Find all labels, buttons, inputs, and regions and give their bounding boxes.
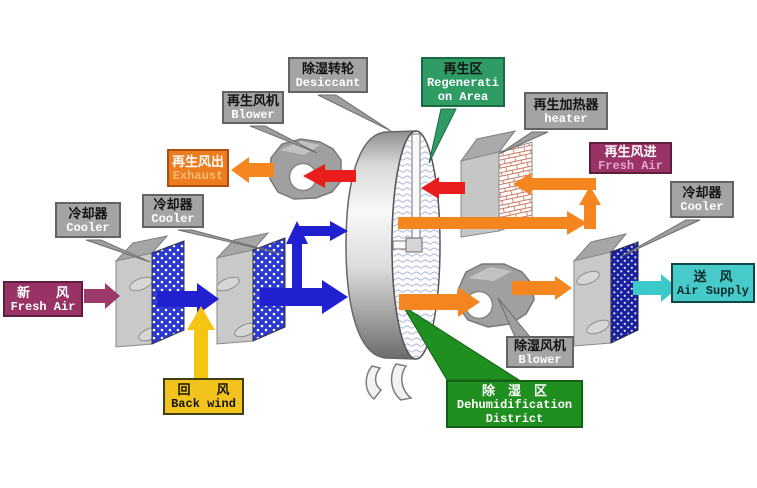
air-supply-label-zh: 送 风 xyxy=(693,268,733,284)
regen-area-label: 再生区 Regenerati on Area xyxy=(421,57,505,107)
fresh-air-arrow xyxy=(84,283,120,309)
wheel-rotation-icon xyxy=(365,365,383,401)
regen-blower-label: 再生风机 Blower xyxy=(222,91,284,124)
back-wind-label: 回 风 Back wind xyxy=(163,378,244,415)
exhaust-label-en: Exhaust xyxy=(172,168,224,183)
heater-label: 再生加热器 heater xyxy=(524,92,608,130)
dehumid-blower-label: 除湿风机 Blower xyxy=(506,336,574,368)
dry-air-arrow-1 xyxy=(399,287,480,317)
air-supply-arrow xyxy=(633,274,678,302)
cooler-2-label-zh: 冷却器 xyxy=(153,196,193,212)
cooler-3-unit xyxy=(572,233,639,347)
regen-fresh-air-label-en: Fresh Air xyxy=(598,158,663,173)
cooler-2-label-tail xyxy=(177,229,283,255)
dehumid-district-label-zh: 除 湿 区 xyxy=(481,382,547,398)
regen-area-label-en1: Regenerati xyxy=(426,75,499,90)
cooler-2-label: 冷却器 Cooler xyxy=(142,194,204,228)
regen-area-label-zh: 再生区 xyxy=(443,60,483,76)
dehumid-blower-label-en: Blower xyxy=(518,352,562,367)
desiccant-label-zh: 除湿转轮 xyxy=(301,60,354,76)
fresh-air-label: 新 风 Fresh Air xyxy=(3,281,83,317)
regen-area-label-en2: on Area xyxy=(437,89,489,104)
cooler-2-peg xyxy=(216,276,240,292)
wheel-hub xyxy=(405,237,423,253)
process-air-arrow-2 xyxy=(260,280,348,314)
regen-blower-label-tail xyxy=(249,125,318,154)
back-wind-label-en: Back wind xyxy=(171,397,236,411)
fresh-air-label-en: Fresh Air xyxy=(10,299,76,314)
process-air-arrow-1 xyxy=(157,283,219,315)
cooler-2-label-en: Cooler xyxy=(151,211,195,226)
exhaust-label-zh: 再生风出 xyxy=(171,153,224,169)
air-supply-label: 送 风 Air Supply xyxy=(671,263,755,303)
cooler-1-label: 冷却器 Cooler xyxy=(55,202,121,238)
regen-exit-arrow xyxy=(303,164,356,188)
regeneration-heater-unit xyxy=(459,130,533,238)
cooler-3-label-en: Cooler xyxy=(680,200,724,214)
cooler-1-label-tail xyxy=(85,239,151,263)
exhaust-label: 再生风出 Exhaust xyxy=(167,149,229,187)
regen-blower-label-en: Blower xyxy=(231,108,275,122)
dehumid-district-label-en1: Dehumidification xyxy=(456,397,573,412)
back-wind-label-zh: 回 风 xyxy=(177,382,230,397)
fresh-air-label-zh: 新 风 xyxy=(16,284,69,300)
cooler-3-label-zh: 冷却器 xyxy=(682,185,722,200)
cooler-3-label: 冷却器 Cooler xyxy=(670,181,734,218)
desiccant-label: 除湿转轮 Desiccant xyxy=(288,57,368,93)
process-air-arrow-3 xyxy=(286,221,348,297)
cooler-3-peg xyxy=(586,319,610,335)
desiccant-wheel xyxy=(345,130,441,401)
cooler-1-label-en: Cooler xyxy=(66,220,110,235)
cooler-3-peg xyxy=(576,270,600,286)
cooler-1-label-zh: 冷却器 xyxy=(68,205,108,221)
wheel-rotation-icon xyxy=(390,363,413,401)
dehumid-district-label: 除 湿 区 Dehumidification District xyxy=(446,380,583,428)
back-wind-arrow xyxy=(187,306,215,378)
cooler-3-coil-face xyxy=(610,241,639,344)
heater-label-en: heater xyxy=(544,111,588,126)
regen-fresh-air-label-zh: 再生风进 xyxy=(604,143,657,159)
cooler-3-label-tail xyxy=(621,219,701,257)
regen-fresh-air-duct-arrow xyxy=(398,173,601,235)
dry-air-arrow-2 xyxy=(512,276,572,300)
dehumid-blower-label-zh: 除湿风机 xyxy=(513,337,566,353)
desiccant-label-en: Desiccant xyxy=(295,75,361,90)
regen-hot-air-arrow xyxy=(421,177,465,199)
dehumid-district-label-en2: District xyxy=(485,411,544,426)
regen-fresh-air-label: 再生风进 Fresh Air xyxy=(589,142,672,174)
exhaust-arrow xyxy=(231,157,274,183)
regen-area-label-tail xyxy=(428,108,457,164)
heater-label-tail xyxy=(498,131,549,155)
regen-blower-label-zh: 再生风机 xyxy=(226,93,279,108)
desiccant-label-tail xyxy=(317,94,392,132)
air-supply-label-en: Air Supply xyxy=(676,283,749,298)
heater-label-zh: 再生加热器 xyxy=(533,96,599,112)
